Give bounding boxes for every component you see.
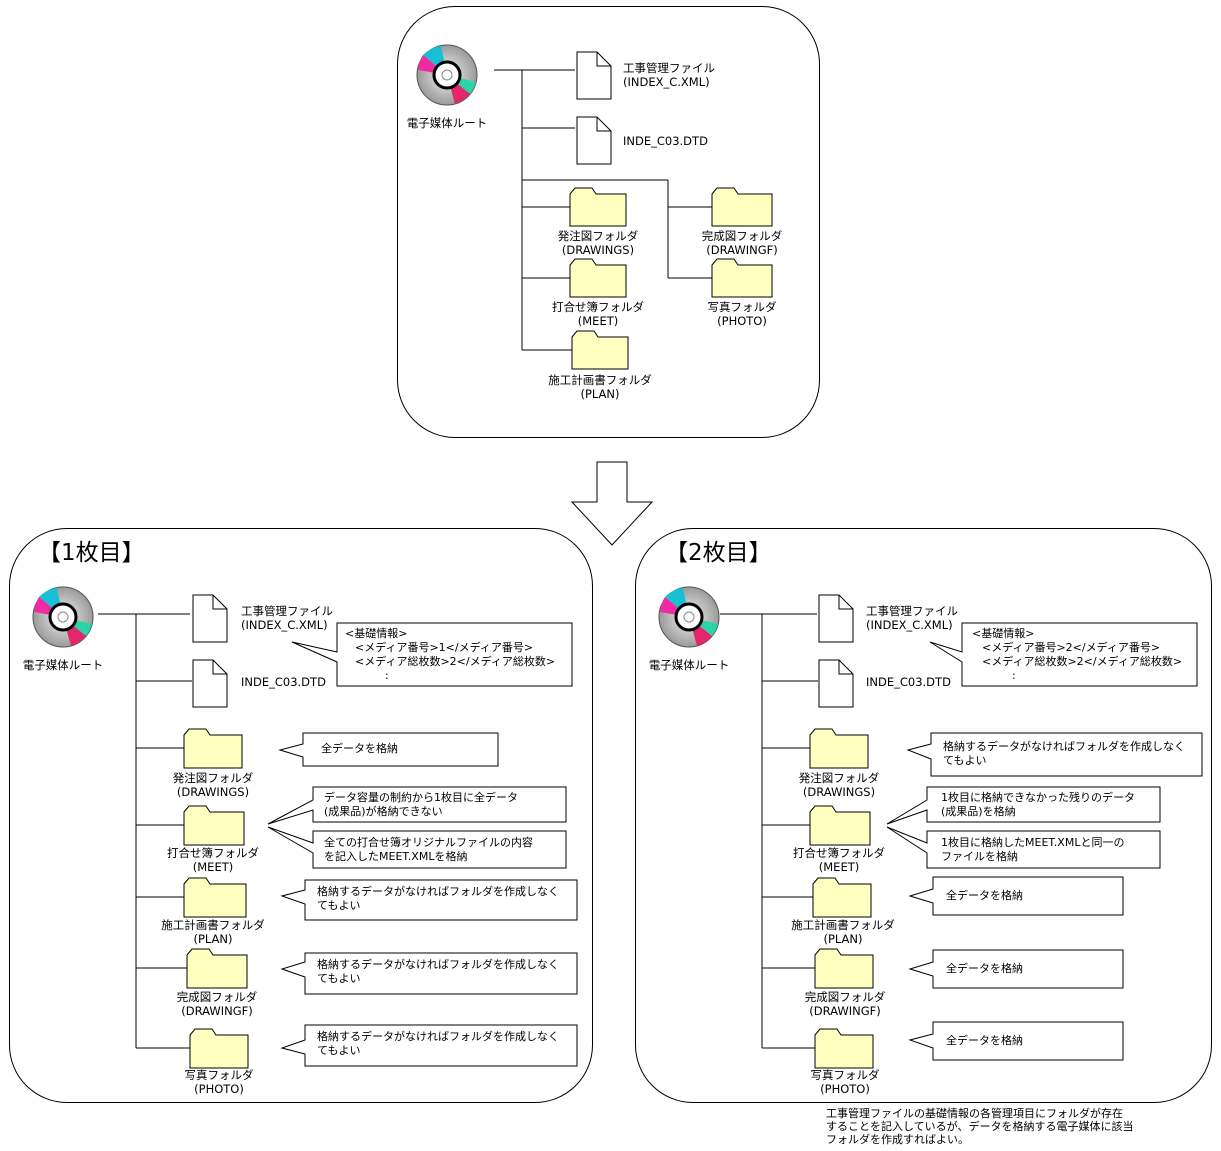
disc2-note-drawings bbox=[906, 732, 1203, 777]
folder-icon bbox=[183, 877, 247, 918]
cd-icon bbox=[416, 44, 478, 106]
disc2-root-label: 電子媒体ルート bbox=[648, 658, 730, 672]
folder-label-photo: 写真フォルダ(PHOTO) bbox=[707, 300, 777, 328]
disc2-note-plan bbox=[908, 876, 1124, 916]
disc2-index-file-label: 工事管理ファイル(INDEX_C.XML) bbox=[866, 604, 958, 632]
document-icon bbox=[818, 659, 854, 708]
disc2-note-meet-b bbox=[886, 826, 1161, 869]
document-icon bbox=[192, 659, 228, 708]
disc2-note-photo bbox=[908, 1021, 1124, 1061]
folder-icon bbox=[189, 1028, 249, 1069]
document-icon bbox=[576, 116, 612, 165]
disc1-note-meet-b-text: 全ての打合せ簿オリジナルファイルの内容を記入したMEET.XMLを格納 bbox=[324, 836, 533, 863]
down-arrow-icon bbox=[570, 461, 654, 546]
folder-label-plan: 施工計画書フォルダ(PLAN) bbox=[548, 373, 652, 401]
disc2-info-callout bbox=[929, 622, 1198, 687]
folder-icon bbox=[571, 330, 629, 370]
folder-label-meet: 打合せ簿フォルダ(MEET) bbox=[552, 300, 644, 328]
disc1-note-drawings bbox=[278, 732, 499, 767]
disc1-index-file-label: 工事管理ファイル(INDEX_C.XML) bbox=[241, 604, 333, 632]
disc1-note-drawings-text: 全データを格納 bbox=[321, 742, 398, 755]
folder-icon bbox=[812, 877, 872, 918]
index-file-sub: (INDEX_C.XML) bbox=[623, 75, 710, 89]
disc2-note-drawingf bbox=[908, 949, 1124, 989]
disc1-note-meet-b bbox=[267, 826, 567, 869]
disc1-note-drawingf-text: 格納するデータがなければフォルダを作成しなくてもよい bbox=[317, 958, 559, 985]
disc1-folder-label-photo: 写真フォルダ(PHOTO) bbox=[184, 1068, 254, 1096]
disc1-folder-label-plan: 施工計画書フォルダ(PLAN) bbox=[161, 918, 265, 946]
dtd-file-label: INDE_C03.DTD bbox=[623, 134, 708, 148]
disc2-heading: 【2枚目】 bbox=[665, 540, 772, 566]
footnote: 工事管理ファイルの基礎情報の各管理項目にフォルダが存在 することを記入しているが… bbox=[826, 1107, 1134, 1146]
folder-icon bbox=[711, 187, 773, 227]
folder-icon bbox=[814, 1028, 874, 1069]
disc2-folder-label-meet: 打合せ簿フォルダ(MEET) bbox=[793, 846, 885, 874]
index-file-name: 工事管理ファイル bbox=[623, 61, 715, 75]
disc1-info-text: <基礎情報> <メディア番号>1</メディア番号> <メディア総枚数>2</メデ… bbox=[345, 627, 556, 682]
folder-icon bbox=[809, 728, 869, 769]
disc1-folder-label-drawingf: 完成図フォルダ(DRAWINGF) bbox=[176, 990, 258, 1018]
disc1-note-photo bbox=[280, 1024, 578, 1067]
document-icon bbox=[818, 594, 854, 643]
disc2-note-drawingf-text: 全データを格納 bbox=[946, 962, 1023, 975]
disc1-note-plan-text: 格納するデータがなければフォルダを作成しなくてもよい bbox=[317, 885, 559, 912]
disc1-note-drawingf bbox=[280, 952, 578, 995]
folder-label-drawings: 発注図フォルダ(DRAWINGS) bbox=[557, 229, 639, 257]
disc1-note-meet-a bbox=[267, 786, 567, 825]
disc1-note-photo-text: 格納するデータがなければフォルダを作成しなくてもよい bbox=[317, 1030, 559, 1057]
disc2-note-meet-b-text: 1枚目に格納したMEET.XMLと同一のファイルを格納 bbox=[941, 836, 1125, 863]
disc1-dtd-file-label: INDE_C03.DTD bbox=[241, 675, 326, 689]
disc2-note-drawings-text: 格納するデータがなければフォルダを作成しなくてもよい bbox=[943, 740, 1185, 767]
disc1-note-meet-a-text: データ容量の制約から1枚目に全データ(成果品)が格納できない bbox=[324, 791, 518, 818]
disc2-folder-label-photo: 写真フォルダ(PHOTO) bbox=[810, 1068, 880, 1096]
disc2-folder-label-drawings: 発注図フォルダ(DRAWINGS) bbox=[798, 771, 880, 799]
folder-icon bbox=[183, 805, 245, 846]
disc1-folder-label-drawings: 発注図フォルダ(DRAWINGS) bbox=[172, 771, 254, 799]
cd-icon bbox=[32, 586, 94, 648]
disc2-note-meet-a-text: 1枚目に格納できなかった残りのデータ(成果品)を格納 bbox=[941, 791, 1135, 818]
disc2-folder-label-drawingf: 完成図フォルダ(DRAWINGF) bbox=[804, 990, 886, 1018]
folder-label-drawingf: 完成図フォルダ(DRAWINGF) bbox=[701, 229, 783, 257]
disc2-dtd-file-label: INDE_C03.DTD bbox=[866, 675, 951, 689]
disc1-info-callout bbox=[291, 622, 573, 687]
index-file-label: 工事管理ファイル (INDEX_C.XML) bbox=[623, 61, 715, 89]
folder-icon bbox=[814, 948, 874, 989]
disc2-note-photo-text: 全データを格納 bbox=[946, 1034, 1023, 1047]
disc1-note-plan bbox=[280, 879, 578, 921]
folder-icon bbox=[569, 187, 627, 227]
cd-icon bbox=[658, 586, 720, 648]
disc2-folder-label-plan: 施工計画書フォルダ(PLAN) bbox=[791, 918, 895, 946]
folder-icon bbox=[711, 258, 773, 298]
disc1-root-label: 電子媒体ルート bbox=[22, 658, 104, 672]
document-icon bbox=[192, 594, 228, 643]
disc2-info-text: <基礎情報> <メディア番号>2</メディア番号> <メディア総枚数>2</メデ… bbox=[972, 627, 1183, 682]
folder-icon bbox=[569, 258, 627, 298]
disc2-note-plan-text: 全データを格納 bbox=[946, 889, 1023, 902]
disc1-folder-label-meet: 打合せ簿フォルダ(MEET) bbox=[167, 846, 259, 874]
disc1-heading: 【1枚目】 bbox=[38, 540, 145, 566]
folder-icon bbox=[809, 805, 871, 846]
root-label: 電子媒体ルート bbox=[406, 116, 488, 130]
folder-icon bbox=[183, 728, 243, 769]
folder-icon bbox=[186, 948, 248, 989]
disc2-note-meet-a bbox=[886, 786, 1161, 825]
document-icon bbox=[576, 51, 612, 100]
